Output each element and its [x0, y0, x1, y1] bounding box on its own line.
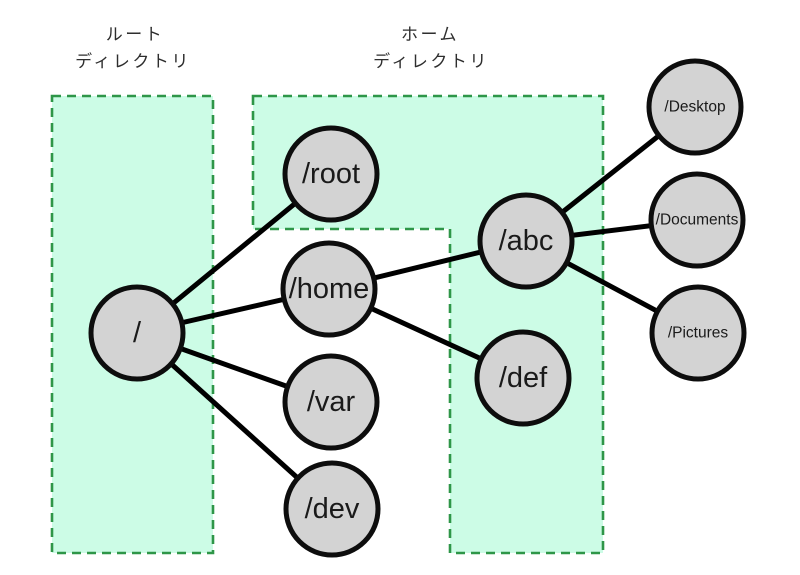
node-def: /def [474, 329, 572, 427]
node-slash-circle [88, 284, 186, 382]
root-directory-label-line2: ディレクトリ [75, 51, 191, 71]
node-slash: / [88, 284, 186, 382]
node-abc-label: /abc [499, 225, 554, 257]
root-directory-label-line1: ルート [106, 25, 165, 44]
node-def-circle [474, 329, 572, 427]
node-var-label: /var [307, 386, 356, 418]
node-var: /var [282, 353, 380, 451]
home-directory-label-line1: ホーム [401, 25, 459, 44]
node-def-label: /def [499, 362, 548, 394]
node-desktop-label: /Desktop [664, 99, 725, 116]
node-root-circle [282, 125, 380, 223]
node-abc: /abc [477, 192, 575, 290]
node-dev-label: /dev [305, 493, 360, 525]
node-dev-circle [283, 460, 381, 558]
node-pictures-circle [649, 284, 747, 382]
node-slash-label: / [133, 317, 142, 349]
node-root-label: /root [302, 158, 360, 190]
node-abc-circle [477, 192, 575, 290]
node-home-circle [280, 240, 378, 338]
node-desktop: /Desktop [646, 58, 744, 156]
node-root: /root [282, 125, 380, 223]
node-home-label: /home [289, 273, 370, 305]
node-desktop-circle [646, 58, 744, 156]
node-documents: /Documents [648, 171, 746, 269]
node-documents-label: /Documents [656, 212, 739, 229]
node-pictures: /Pictures [649, 284, 747, 382]
node-pictures-label: /Pictures [668, 325, 729, 342]
node-documents-circle [648, 171, 746, 269]
home-directory-label-line2: ディレクトリ [373, 51, 489, 71]
node-var-circle [282, 353, 380, 451]
node-dev: /dev [283, 460, 381, 558]
node-home: /home [280, 240, 378, 338]
